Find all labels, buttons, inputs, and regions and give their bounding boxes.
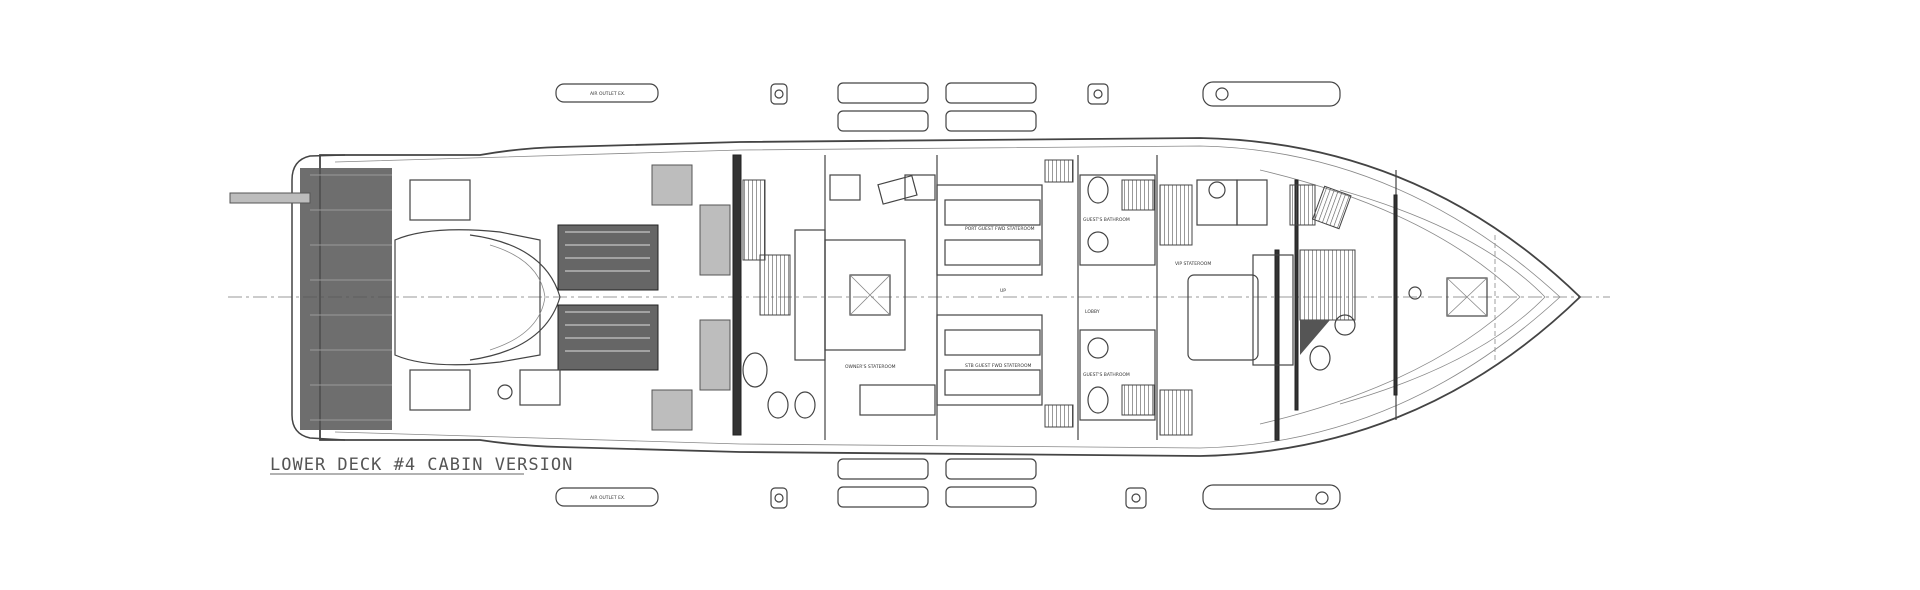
guest-staterooms: PORT GUEST FWD STATEROOM STB GUEST FWD S…	[936, 159, 1074, 428]
guest-bathrooms: GUEST'S BATHROOM GUEST'S BATHROOM LOBBY	[1079, 174, 1156, 421]
tender-garage	[394, 179, 561, 411]
fender-label: AIR OUTLET EX.	[590, 91, 625, 97]
drawing-title: LOWER DECK #4 CABIN VERSION	[270, 455, 573, 475]
room-label-guest-bath-port: GUEST'S BATHROOM	[1083, 217, 1130, 223]
room-label-vip: VIP STATEROOM	[1175, 261, 1211, 267]
engine-room-bulkhead	[732, 154, 742, 436]
vip-stateroom: VIP STATEROOM	[1159, 179, 1294, 436]
owner-stateroom: OWNER'S STATEROOM	[742, 174, 936, 419]
crew-cabin	[1289, 184, 1488, 371]
room-label-stb-guest: STB GUEST FWD STATEROOM	[965, 363, 1032, 369]
room-label-port-guest: PORT GUEST FWD STATEROOM	[965, 226, 1035, 232]
engine-room	[497, 164, 731, 431]
hull-outline	[319, 137, 1582, 457]
fenders-bottom: AIR OUTLET EX.	[555, 458, 1341, 510]
swim-platform	[229, 154, 392, 441]
fenders-top: AIR OUTLET EX.	[555, 81, 1341, 132]
room-label-owner: OWNER'S STATEROOM	[845, 364, 896, 370]
lobby-label: LOBBY	[1085, 309, 1100, 315]
fender-label: AIR OUTLET EX.	[590, 495, 625, 501]
up-label: UP	[1000, 288, 1006, 294]
room-label-guest-bath-stb: GUEST'S BATHROOM	[1083, 372, 1130, 378]
